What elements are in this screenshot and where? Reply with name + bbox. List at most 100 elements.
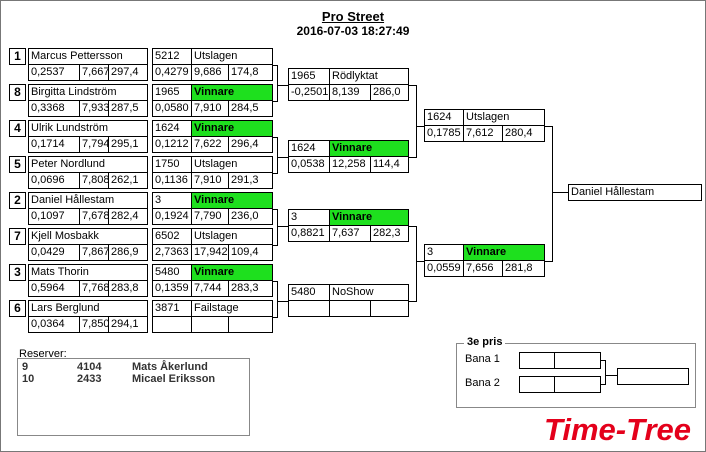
bib-number: 3 [152,192,192,209]
elapsed-time: 7,656 [463,260,503,277]
bracket-connector [273,173,278,174]
bracket-connector [277,281,278,318]
final-winner: Daniel Hållestam [568,184,702,201]
seed-number: 7 [9,228,26,245]
bracket-connector [277,85,288,86]
bracket-connector [601,360,606,361]
reaction-time: 2,7363 [152,244,192,261]
seed-number: 3 [9,264,26,281]
seed-number: 6 [9,300,26,317]
result-status: Utslagen [191,228,273,245]
result-status: Utslagen [191,156,273,173]
reaction-time: 0,1785 [424,125,464,142]
bracket-connector [277,65,278,102]
result-status: Vinnare [191,84,273,101]
result-status: Failstage [191,300,273,317]
speed: 283,8 [108,280,148,297]
bib-number: 5212 [152,48,192,65]
bracket-connector [545,126,553,127]
elapsed-time: 7,794 [79,136,109,153]
result-status: NoShow [329,284,409,301]
third-prize-panel [456,343,696,408]
page-title: Pro Street [321,9,385,24]
bracket-connector [409,301,417,302]
speed: 262,1 [108,172,148,189]
reaction-time: 0,1924 [152,208,192,225]
speed: 174,8 [228,64,273,81]
driver-name: Mats Thorin [28,264,148,281]
speed: 287,5 [108,100,148,117]
elapsed-time: 7,850 [79,316,109,333]
reserve-name: Micael Eriksson [132,373,216,385]
elapsed-time: 9,686 [191,64,229,81]
elapsed-time: 7,622 [191,136,229,153]
bib-number: 3 [424,244,464,261]
speed: 291,3 [228,172,273,189]
bracket-connector [277,301,288,302]
seed-number: 1 [9,48,26,65]
bracket-connector [277,137,278,174]
result-status: Vinnare [463,244,545,261]
elapsed-time: 7,808 [79,172,109,189]
bib-number: 1624 [424,109,464,126]
bib-number: 5480 [152,264,192,281]
seed-number: 2 [9,192,26,209]
bracket-connector [545,261,553,262]
bracket-connector [416,226,417,302]
elapsed-time: 7,790 [191,208,229,225]
reaction-time: -0,2501 [288,84,330,101]
bracket-connector [273,245,278,246]
reaction-time: 0,2537 [28,64,80,81]
elapsed-time: 8,139 [329,84,371,101]
bracket-connector [601,384,606,385]
reserve-bib: 2433 [77,373,102,385]
result-status: Utslagen [463,109,545,126]
lane1-label: Bana 1 [465,353,500,365]
page-datetime: 2016-07-03 18:27:49 [296,24,410,38]
driver-name: Peter Nordlund [28,156,148,173]
bracket-connector [552,192,568,193]
bracket-connector [277,209,278,246]
speed: 296,4 [228,136,273,153]
bib-number: 1750 [152,156,192,173]
elapsed-time: 17,942 [191,244,229,261]
speed [228,316,273,333]
driver-name: Lars Berglund [28,300,148,317]
speed: 114,4 [370,156,409,173]
third-prize-title: 3e pris [464,336,506,348]
bracket-connector [409,157,417,158]
result-status: Vinnare [329,209,409,226]
speed: 281,8 [502,260,545,277]
reaction-time: 0,1714 [28,136,80,153]
bracket-connector [273,317,278,318]
time-tree-logo: Time-Tree [544,412,691,447]
bracket-connector [416,261,424,262]
lane2-label: Bana 2 [465,377,500,389]
logo-text: Time-Tree [544,412,691,447]
elapsed-time: 7,637 [329,225,371,242]
reaction-time: 0,0429 [28,244,80,261]
result-status: Vinnare [329,140,409,157]
bib-number: 5480 [288,284,330,301]
elapsed-time: 7,867 [79,244,109,261]
speed: 297,4 [108,64,148,81]
seed-number: 4 [9,120,26,137]
reaction-time: 0,0559 [424,260,464,277]
driver-name: Ulrik Lundström [28,120,148,137]
lane2-status [554,376,601,393]
speed: 286,9 [108,244,148,261]
bib-number: 6502 [152,228,192,245]
bracket-connector [273,281,278,282]
reaction-time: 0,0364 [28,316,80,333]
elapsed-time: 12,258 [329,156,371,173]
reaction-time: 0,0696 [28,172,80,189]
reaction-time: 0,4279 [152,64,192,81]
driver-name: Birgitta Lindström [28,84,148,101]
reaction-time [288,300,330,317]
elapsed-time: 7,933 [79,100,109,117]
reaction-time: 0,1136 [152,172,192,189]
reserve-num: 9 [22,361,29,373]
reserve-num: 10 [22,373,35,385]
speed: 236,0 [228,208,273,225]
